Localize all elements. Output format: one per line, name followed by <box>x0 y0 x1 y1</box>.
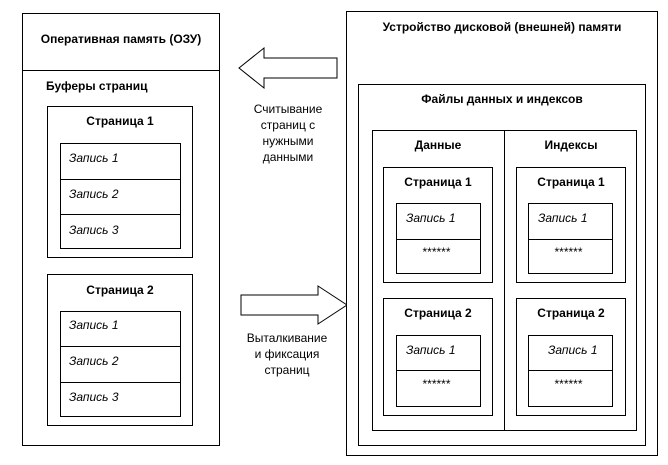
ram-page-1-record-1: Запись 1 <box>69 151 119 165</box>
disk-title: Устройство дисковой (внешней) памяти <box>382 20 622 34</box>
ram-page-2-record-1: Запись 1 <box>69 318 119 332</box>
buffers-title: Буферы страниц <box>46 79 148 93</box>
data-page-2-record-1: Запись 1 <box>406 343 456 357</box>
data-page-1-title: Страница 1 <box>404 175 472 189</box>
data-page-2-title: Страница 2 <box>404 306 472 320</box>
data-page-1-record-1: Запись 1 <box>406 211 456 225</box>
index-page-1-record-1: Запись 1 <box>538 211 588 225</box>
files-title: Файлы данных и индексов <box>421 92 583 106</box>
ram-page-2-record-2: Запись 2 <box>69 354 119 368</box>
record-divider <box>528 370 613 371</box>
index-page-2-records <box>528 335 613 407</box>
record-divider <box>60 214 181 215</box>
index-page-2-record-1: Запись 1 <box>548 343 598 357</box>
read-caption-line-3: нужными <box>262 134 314 148</box>
push-caption: Выталкивание и фиксация страниц <box>232 330 342 378</box>
index-page-1-record-2: ****** <box>554 245 583 259</box>
record-divider <box>396 370 481 371</box>
record-divider <box>60 382 181 383</box>
read-caption-line-1: Считывание <box>253 102 323 116</box>
data-column-title: Данные <box>414 138 462 152</box>
data-page-2-records <box>396 335 481 407</box>
ram-page-2-record-3: Запись 3 <box>69 390 119 404</box>
index-page-1-title: Страница 1 <box>537 175 605 189</box>
ram-page-1-records <box>60 143 181 249</box>
ram-page-1-title: Страница 1 <box>86 114 154 128</box>
read-caption-line-4: данными <box>262 150 314 164</box>
left-arrow-icon <box>238 46 338 90</box>
record-divider <box>60 346 181 347</box>
data-page-1-record-2: ****** <box>422 245 451 259</box>
data-index-divider <box>504 130 505 431</box>
push-caption-line-2: и фиксация <box>254 347 320 361</box>
record-divider <box>528 239 613 240</box>
ram-page-1-record-3: Запись 3 <box>69 223 119 237</box>
ram-page-2-title: Страница 2 <box>86 283 154 297</box>
right-arrow-icon <box>240 285 348 325</box>
push-caption-line-3: страниц <box>264 363 310 377</box>
ram-title: Оперативная память (ОЗУ) <box>40 32 202 46</box>
index-page-2-record-2: ****** <box>554 377 583 391</box>
read-caption-line-2: страниц с <box>260 118 316 132</box>
record-divider <box>396 239 481 240</box>
ram-page-2-records <box>60 311 181 417</box>
push-caption-line-1: Выталкивание <box>246 331 328 345</box>
ram-title-divider <box>22 70 220 71</box>
index-column-title: Индексы <box>544 138 598 152</box>
ram-page-1-record-2: Запись 2 <box>69 187 119 201</box>
data-page-2-record-2: ****** <box>422 377 451 391</box>
index-page-2-title: Страница 2 <box>537 306 605 320</box>
record-divider <box>60 179 181 180</box>
data-page-1-records <box>396 203 481 274</box>
index-page-1-records <box>528 203 613 274</box>
read-caption: Считывание страниц с нужными данными <box>238 101 338 165</box>
